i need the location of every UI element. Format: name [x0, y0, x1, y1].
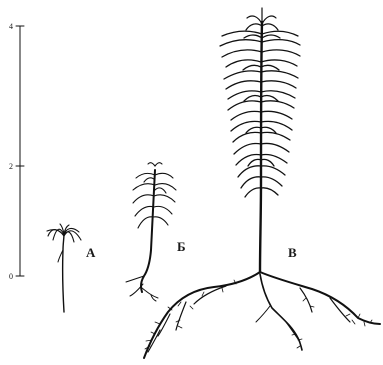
seedling-v-drawing	[144, 8, 380, 358]
label-seedling-b: Б	[177, 239, 186, 254]
label-seedling-v: В	[288, 245, 297, 260]
scale-tick-label-0: 0	[9, 272, 13, 281]
seedling-a-drawing	[47, 224, 81, 312]
height-scale: 0 2 4	[9, 22, 24, 281]
label-seedling-a: А	[86, 245, 96, 260]
scale-tick-label-2: 2	[9, 162, 13, 171]
seedling-b-drawing	[126, 163, 176, 301]
scale-tick-label-4: 4	[9, 22, 13, 31]
